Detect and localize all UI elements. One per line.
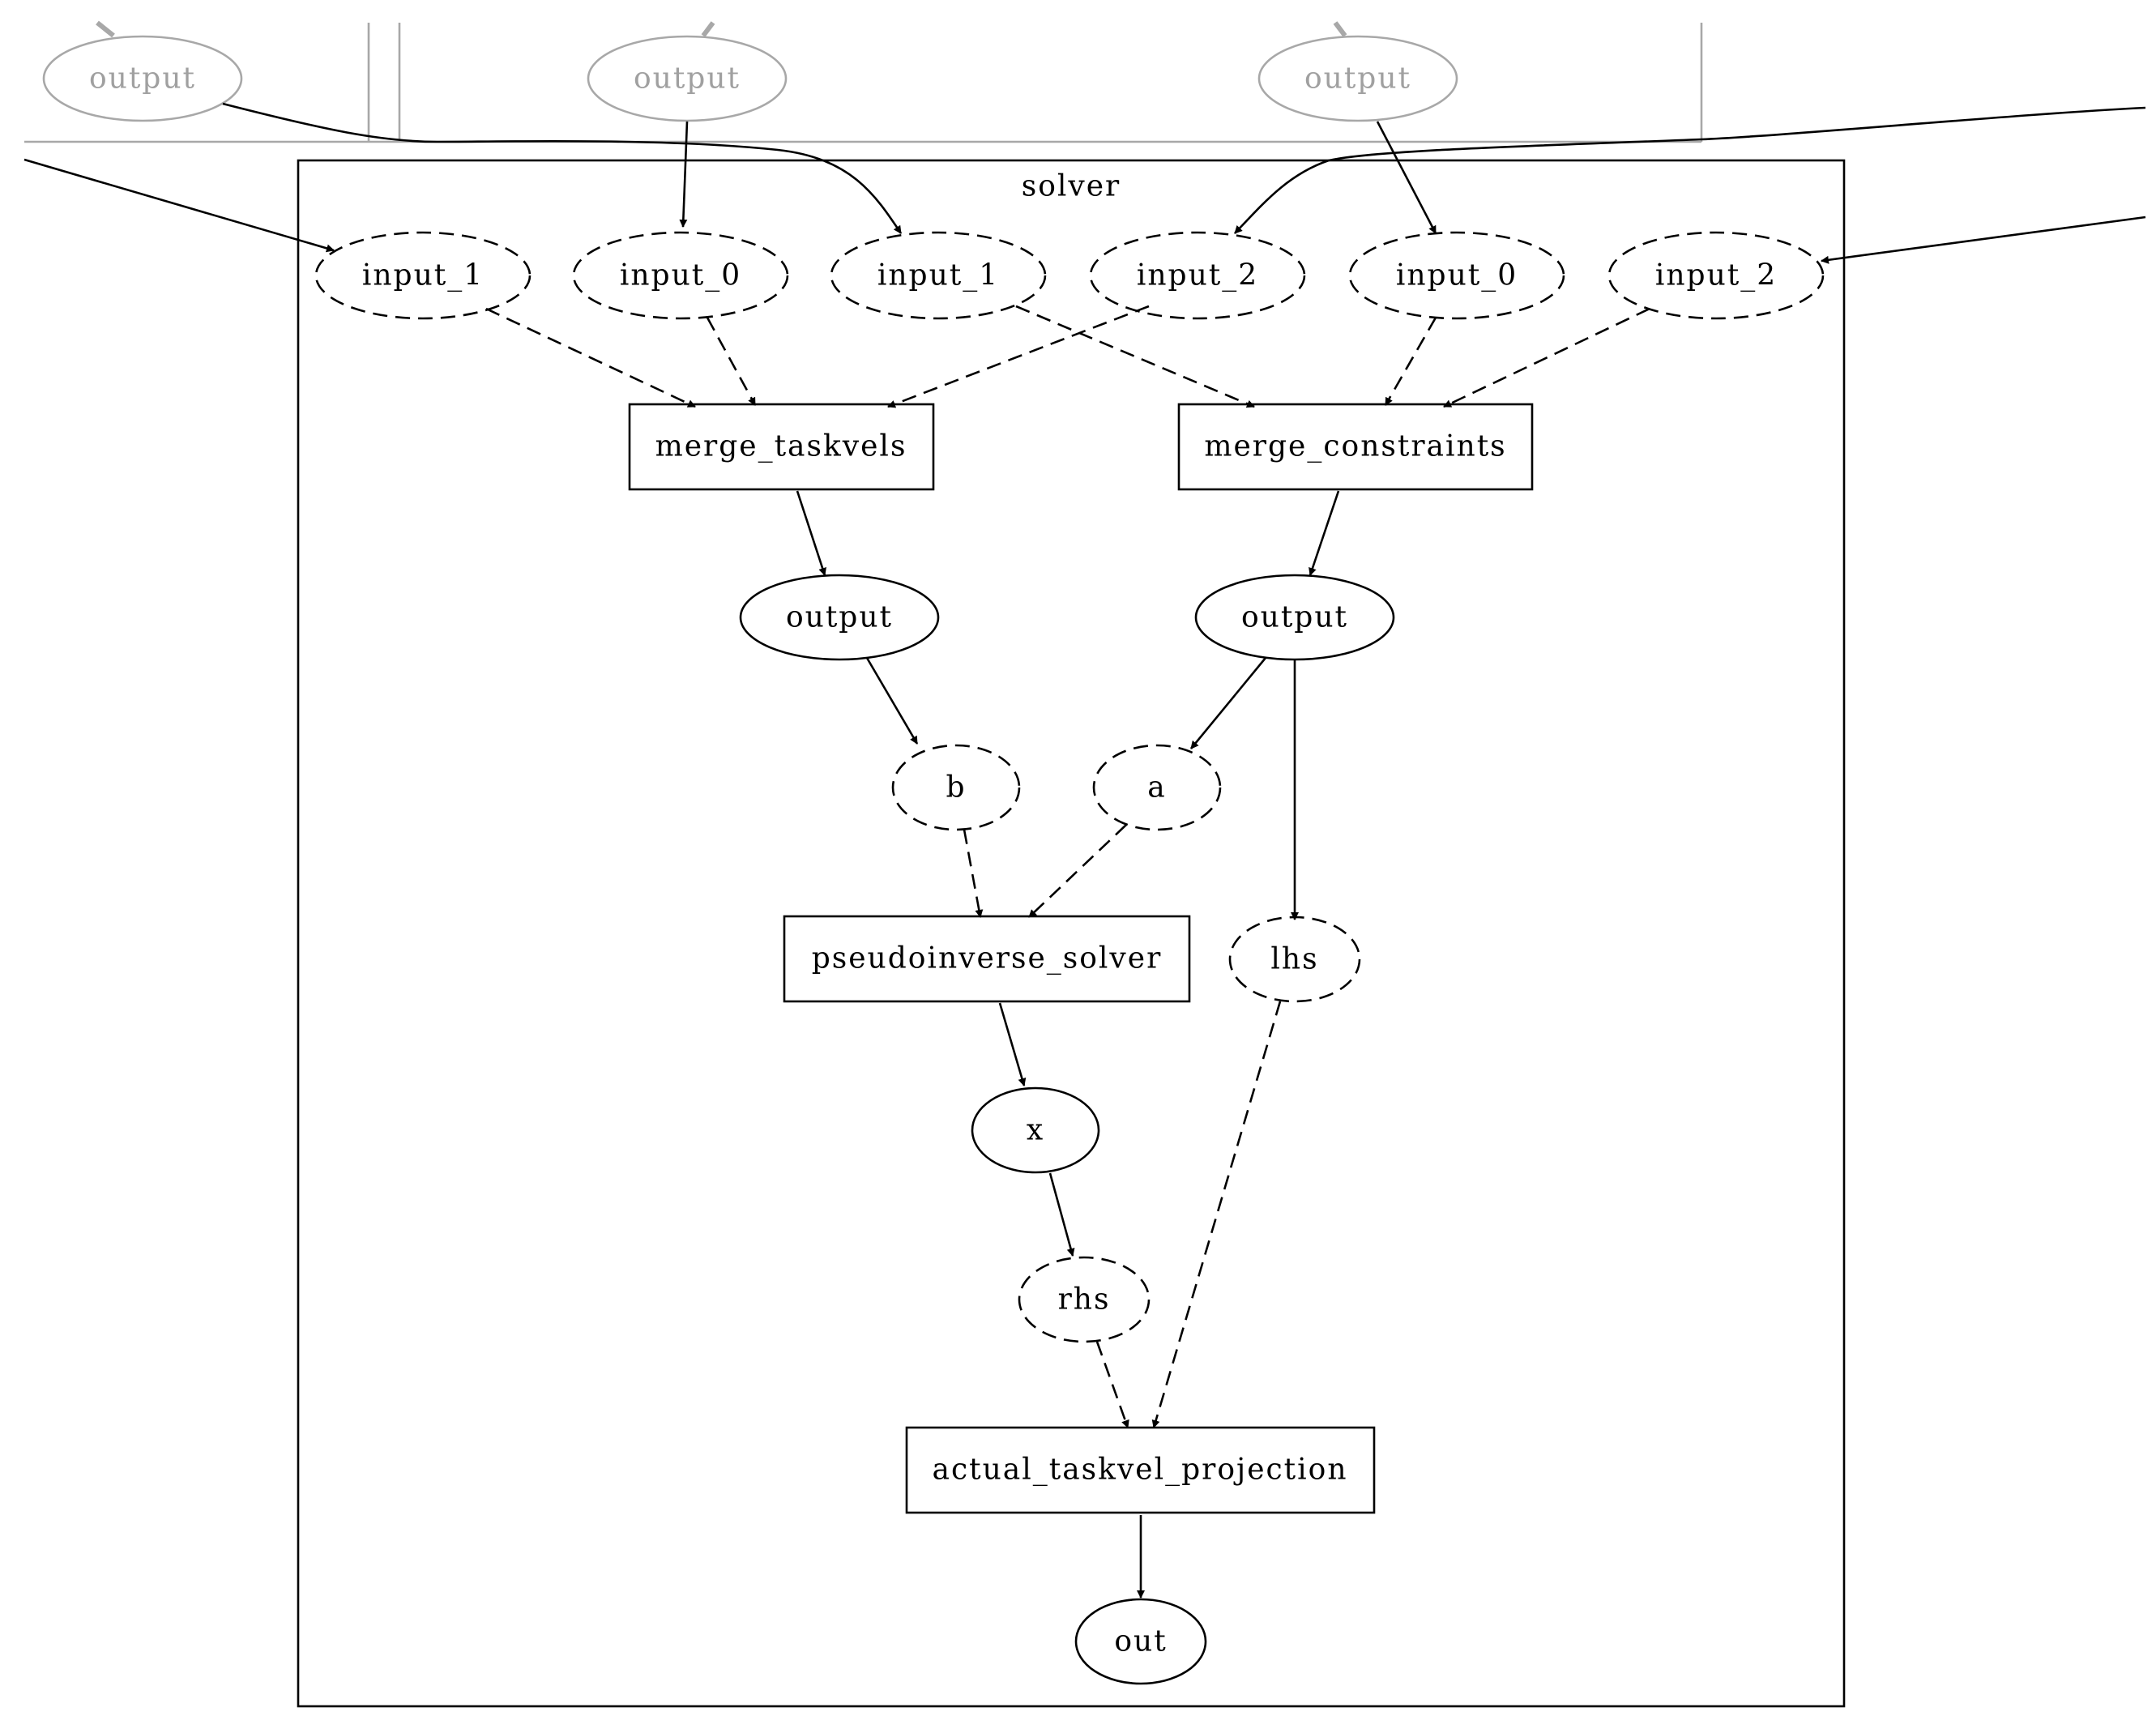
edge-input1a-merge-taskvels [485, 307, 696, 408]
x-node[interactable]: x [971, 1086, 1100, 1174]
node-label: out [1114, 1625, 1167, 1658]
edges [23, 102, 2146, 1599]
input-node-1a[interactable]: input_1 [314, 231, 532, 320]
input-node-2a[interactable]: input_2 [1089, 231, 1306, 320]
upstream-output-label: output [1304, 62, 1411, 96]
edge-input2a-merge-taskvels [887, 305, 1150, 408]
node-label: input_2 [1137, 259, 1258, 292]
out-node[interactable]: out [1074, 1598, 1207, 1685]
node-label: output [1241, 601, 1348, 634]
output-taskvels-node[interactable]: output [739, 574, 940, 661]
node-label: merge_taskvels [655, 430, 907, 463]
input-node-0a[interactable]: input_0 [572, 231, 789, 320]
actual-taskvel-projection-node[interactable]: actual_taskvel_projection [905, 1426, 1376, 1514]
upstream-output-node-2[interactable]: output [1257, 35, 1458, 122]
edge-merge-taskvels-output [796, 490, 826, 576]
edge-pseudoinverse-to-x [998, 1002, 1027, 1086]
pseudoinverse-solver-node[interactable]: pseudoinverse_solver [783, 915, 1191, 1003]
input-node-0b[interactable]: input_0 [1348, 231, 1565, 320]
node-label: b [946, 771, 966, 805]
edge-input0b-merge-constraints [1384, 317, 1437, 406]
output-constraints-node[interactable]: output [1194, 574, 1395, 661]
edge-x-to-rhs [1048, 1172, 1075, 1257]
upstream-output-label: output [89, 62, 196, 96]
upstream-output-label: output [634, 62, 741, 96]
node-label: input_1 [877, 259, 999, 292]
b-node[interactable]: b [891, 744, 1021, 831]
node-label: a [1147, 771, 1166, 805]
edge-input1b-merge-constraints [1015, 305, 1255, 408]
node-label: merge_constraints [1204, 430, 1506, 463]
upstream-region: output output output [24, 20, 1703, 143]
edge-input0a-merge-taskvels [706, 317, 757, 406]
node-label: output [786, 601, 893, 634]
node-label: input_2 [1655, 259, 1777, 292]
edge-upstream-to-input-0a [679, 121, 689, 228]
node-label: pseudoinverse_solver [812, 942, 1163, 975]
a-node[interactable]: a [1092, 744, 1222, 831]
node-label: input_0 [620, 259, 741, 292]
edge-upstream-to-input-0b [1376, 121, 1437, 234]
edge-lhs-projection [1151, 1001, 1282, 1428]
edge-a-pseudoinverse [1028, 824, 1127, 918]
input-node-2b[interactable]: input_2 [1607, 231, 1825, 320]
edge-external-to-input-1 [23, 158, 335, 253]
input-node-1b[interactable]: input_1 [830, 231, 1047, 320]
node-label: input_1 [362, 259, 484, 292]
rhs-node[interactable]: rhs [1018, 1256, 1151, 1343]
node-label: actual_taskvel_projection [932, 1453, 1347, 1487]
merge-constraints-node[interactable]: merge_constraints [1177, 403, 1534, 491]
edge-output-to-b [865, 657, 919, 745]
node-label: input_0 [1396, 259, 1518, 292]
upstream-output-node-0[interactable]: output [42, 35, 243, 122]
merge-taskvels-node[interactable]: merge_taskvels [628, 403, 935, 491]
edge-merge-constraints-output [1309, 490, 1340, 576]
node-label: lhs [1270, 943, 1318, 976]
edge-external-to-input-2b [1821, 216, 2146, 264]
upstream-output-node-1[interactable]: output [587, 35, 788, 122]
node-label: rhs [1058, 1283, 1111, 1317]
solver-cluster: solver [297, 159, 1846, 1708]
edge-output-to-a [1189, 657, 1267, 749]
edge-rhs-projection [1095, 1341, 1129, 1428]
node-label: x [1027, 1114, 1044, 1147]
cluster-title: solver [1022, 170, 1121, 203]
edge-upstream-to-input-1b [222, 102, 903, 234]
edge-external-to-input-2a [1234, 106, 2146, 234]
edge-b-pseudoinverse [963, 829, 984, 918]
edge-input2b-merge-constraints [1443, 307, 1650, 408]
lhs-node[interactable]: lhs [1228, 916, 1361, 1003]
